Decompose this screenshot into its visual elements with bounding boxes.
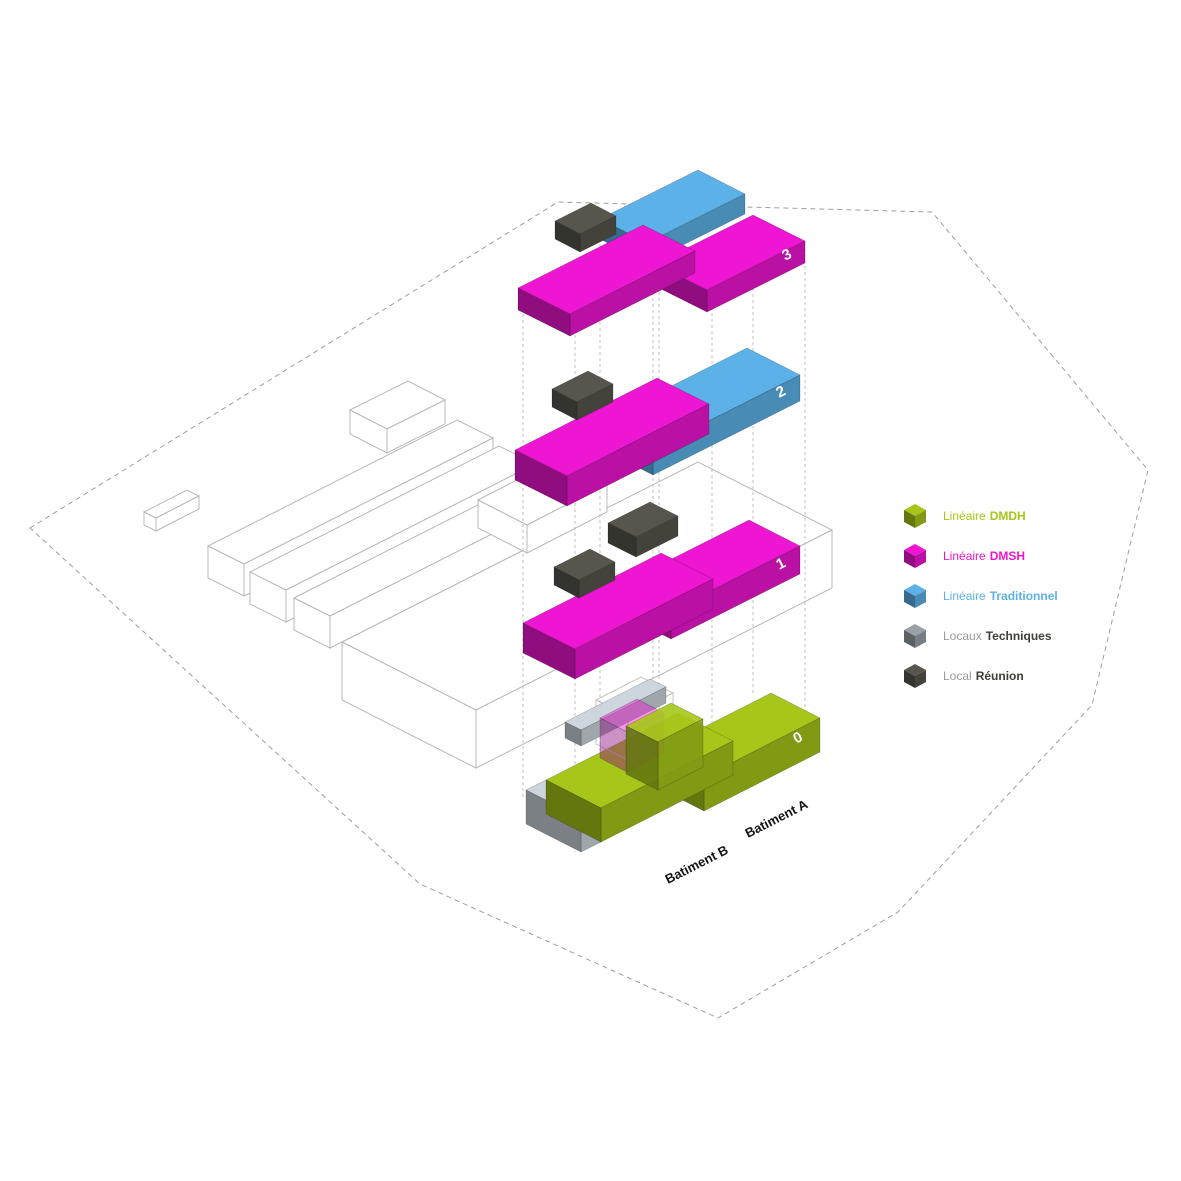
face-left <box>249 571 287 623</box>
legend-label-name: Traditionnel <box>989 589 1058 603</box>
face-left <box>904 510 915 528</box>
face-left <box>904 630 915 648</box>
legend-label-name: DMDH <box>989 509 1026 523</box>
face-left <box>207 545 245 597</box>
reunion-cube-icon <box>904 664 926 688</box>
face-left <box>904 550 915 568</box>
face-left <box>477 499 528 554</box>
legend-label-name: Réunion <box>975 669 1024 683</box>
legend-label-prefix: Local <box>943 669 972 683</box>
legend-label-name: Techniques <box>985 629 1052 643</box>
floor1-local-reunion-b <box>553 548 616 599</box>
floor1-slab-batiment-b-dmsh <box>522 552 714 680</box>
face-left <box>545 779 602 843</box>
face-left <box>143 511 157 532</box>
context-tiny-bar <box>142 489 201 532</box>
floor3-local-reunion-b <box>554 202 617 253</box>
face-left <box>904 670 915 688</box>
floor1-local-reunion-a <box>607 501 679 558</box>
legend-label-prefix: Linéaire <box>943 589 986 603</box>
face-right <box>915 550 926 568</box>
face-left <box>564 721 582 747</box>
floor3-slab-batiment-b-dmsh <box>517 224 696 337</box>
face-left <box>522 622 576 680</box>
floor2-slab-batiment-b-dmsh <box>514 377 710 507</box>
traditionnel-cube-icon <box>904 584 926 608</box>
face-left <box>625 725 659 791</box>
batiment-a-label: Batiment A <box>743 796 811 841</box>
face-left <box>517 287 571 337</box>
context-small-box <box>348 380 447 454</box>
face-left <box>551 388 578 421</box>
dmsh-cube-icon <box>904 544 926 568</box>
legend-label-prefix: Locaux <box>943 629 982 643</box>
face-right <box>915 510 926 528</box>
face-left <box>514 449 568 507</box>
face-left <box>904 590 915 608</box>
floor2-local-reunion-b <box>551 370 614 421</box>
face-right <box>915 590 926 608</box>
legend-label-prefix: Linéaire <box>943 509 986 523</box>
mezzanine-volume-dmdh <box>625 702 704 791</box>
legend-label-name: DMSH <box>989 549 1026 563</box>
face-left <box>553 566 580 599</box>
face-left <box>554 220 581 253</box>
face-left <box>349 409 388 454</box>
techniques-cube-icon <box>904 624 926 648</box>
face-right <box>915 630 926 648</box>
batiment-b-label: Batiment B <box>663 842 731 887</box>
face-left <box>607 522 637 558</box>
dmdh-cube-icon <box>904 504 926 528</box>
face-left <box>293 597 331 649</box>
legend-label-prefix: Linéaire <box>943 549 986 563</box>
face-right <box>915 670 926 688</box>
face-left <box>341 641 477 769</box>
